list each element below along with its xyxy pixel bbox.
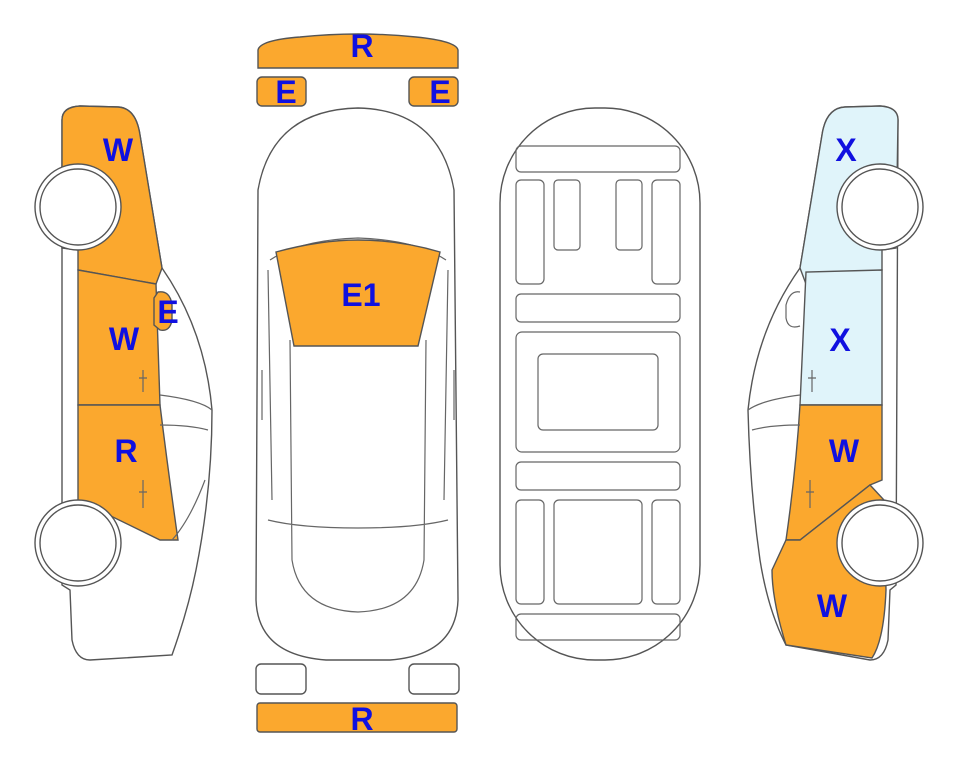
rear-light-left bbox=[255, 663, 307, 695]
underbody-part bbox=[515, 331, 681, 453]
right-rear-wheel-inner bbox=[841, 168, 919, 246]
left-front-wheel-inner bbox=[39, 168, 117, 246]
left-window-line bbox=[159, 394, 213, 541]
label-right-front-fender: W bbox=[817, 588, 848, 624]
underbody-part bbox=[553, 499, 643, 605]
label-left-front-door: W bbox=[109, 321, 140, 357]
underbody-part bbox=[515, 179, 545, 285]
label-front-bumper-bottom: R bbox=[350, 701, 373, 737]
underbody-part bbox=[515, 613, 681, 641]
hood-panel[interactable] bbox=[275, 239, 441, 347]
top-roof-lines bbox=[261, 237, 455, 613]
underbody-part bbox=[537, 353, 659, 431]
underbody-part bbox=[651, 179, 681, 285]
light-right-top-panel[interactable] bbox=[408, 76, 459, 107]
underbody-part bbox=[515, 461, 681, 491]
left-door-handle bbox=[139, 370, 147, 508]
light-left-top-panel[interactable] bbox=[256, 76, 307, 107]
label-light-left-top: E bbox=[275, 74, 296, 110]
top-body-outline bbox=[255, 107, 459, 661]
underbody-outline bbox=[499, 107, 701, 661]
left-rear-door-panel[interactable] bbox=[77, 404, 179, 541]
right-mirror-outline bbox=[785, 291, 801, 328]
underbody-part bbox=[515, 293, 681, 323]
underbody-part bbox=[515, 145, 681, 173]
underbody-part bbox=[553, 179, 581, 251]
left-side-view bbox=[34, 105, 213, 661]
top-view-exterior bbox=[255, 107, 460, 733]
label-right-rear-door: X bbox=[829, 322, 851, 358]
right-front-wheel-inner bbox=[841, 504, 919, 582]
left-rear-wheel-inner bbox=[39, 504, 117, 582]
underbody-part bbox=[651, 499, 681, 605]
label-left-rear-door: R bbox=[114, 433, 137, 469]
underbody-part bbox=[515, 499, 545, 605]
label-left-mirror: E bbox=[157, 294, 178, 330]
rear-light-right bbox=[408, 663, 460, 695]
label-right-front-door: W bbox=[829, 433, 860, 469]
label-left-front-fender: W bbox=[103, 132, 134, 168]
underbody-part bbox=[615, 179, 643, 251]
label-hood: E1 bbox=[341, 277, 380, 313]
underbody-view bbox=[499, 107, 701, 661]
rear-bumper-top-panel[interactable] bbox=[257, 33, 459, 69]
left-mirror-panel[interactable] bbox=[153, 291, 173, 331]
right-side-view bbox=[747, 105, 924, 661]
label-light-right-top: E bbox=[429, 74, 450, 110]
label-right-rear-fender: X bbox=[835, 132, 857, 168]
label-rear-bumper-top: R bbox=[350, 28, 373, 64]
right-window-line bbox=[747, 394, 801, 431]
front-bumper-bottom-panel[interactable] bbox=[256, 702, 458, 733]
right-door-handle bbox=[806, 370, 816, 508]
